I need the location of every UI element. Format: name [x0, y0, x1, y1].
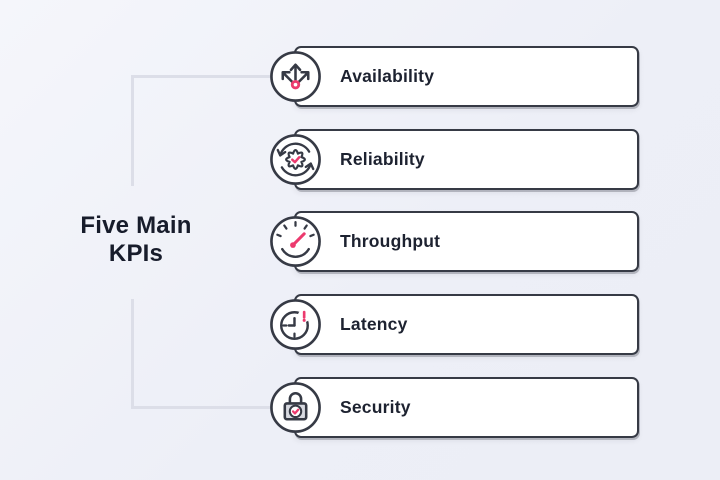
diagram-title: Five Main KPIs [45, 212, 227, 268]
diagram-title-line2: KPIs [108, 240, 164, 268]
kpi-card: Throughput [294, 211, 639, 272]
kpi-label: Security [340, 397, 411, 417]
connector-bottom-horizontal [131, 406, 279, 409]
kpi-row-reliability: Reliability [269, 129, 641, 190]
connector-top-horizontal [131, 75, 279, 78]
kpi-row-latency: Latency [269, 294, 641, 355]
clock-alert-icon [269, 298, 322, 351]
connector-top-vertical [131, 75, 134, 186]
branch-arrows-icon [269, 50, 322, 103]
speedometer-icon [269, 215, 322, 268]
diagram-title-line1: Five Main [80, 212, 192, 239]
sync-gear-check-icon [269, 133, 322, 186]
kpi-label: Throughput [340, 231, 441, 251]
connector-bottom-vertical [131, 299, 134, 409]
kpi-row-security: Security [269, 377, 641, 438]
kpi-card: Latency [294, 294, 639, 355]
kpi-label: Reliability [340, 149, 425, 169]
kpi-card: Availability [294, 46, 639, 107]
kpi-label: Latency [340, 314, 408, 334]
kpi-row-throughput: Throughput [269, 211, 641, 272]
kpi-label: Availability [340, 66, 435, 86]
kpi-card: Reliability [294, 129, 639, 190]
lock-check-icon [269, 381, 322, 434]
kpi-row-availability: Availability [269, 46, 641, 107]
kpi-card: Security [294, 377, 639, 438]
